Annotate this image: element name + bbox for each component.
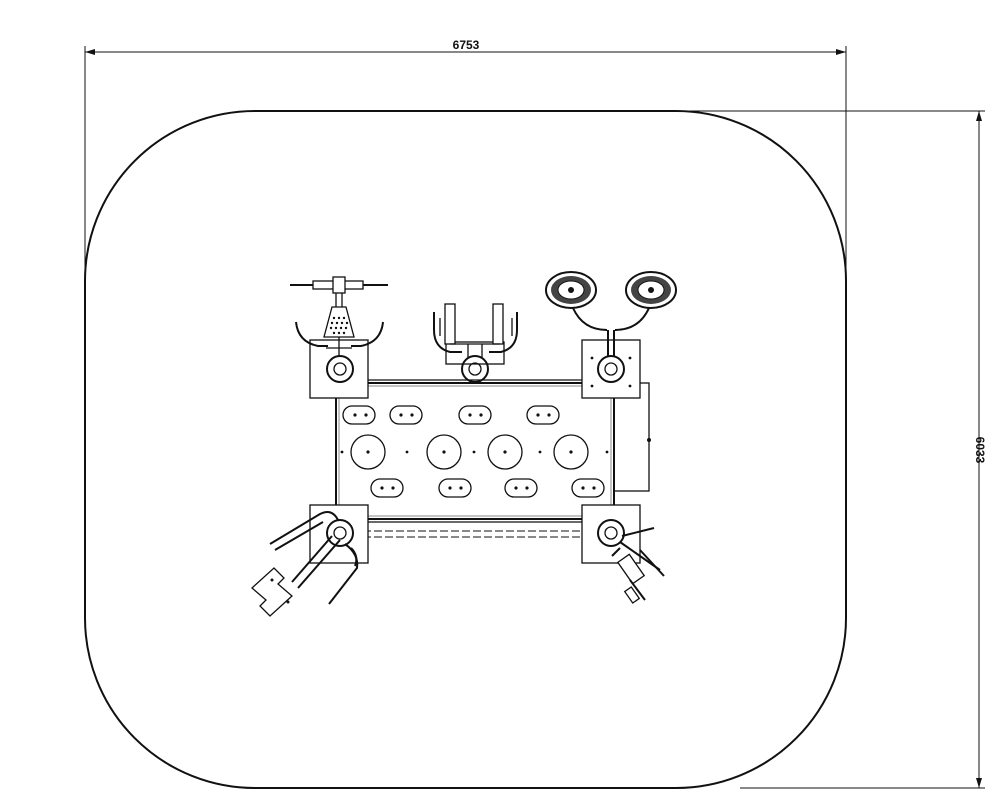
- height-dimension: 6033: [690, 110, 987, 789]
- chair-station: [433, 303, 518, 358]
- width-dimension: 6753: [84, 38, 847, 270]
- spinner-disc-right: [625, 271, 677, 309]
- height-dimension-label: 6033: [973, 437, 987, 464]
- spinner-station: [545, 271, 677, 356]
- footing-top-center: [445, 341, 505, 383]
- climbing-holds-row-1: [342, 405, 560, 425]
- climbing-holds-row-2: [340, 434, 609, 470]
- bike-station: [290, 276, 388, 356]
- width-dimension-label: 6753: [453, 38, 480, 52]
- climbing-holds-row-3: [370, 478, 605, 498]
- step-station: [251, 511, 359, 617]
- safety-zone-boundary: [84, 110, 847, 789]
- footing-top-right: [581, 339, 641, 399]
- pull-station: [611, 527, 665, 604]
- spinner-disc-left: [545, 271, 597, 309]
